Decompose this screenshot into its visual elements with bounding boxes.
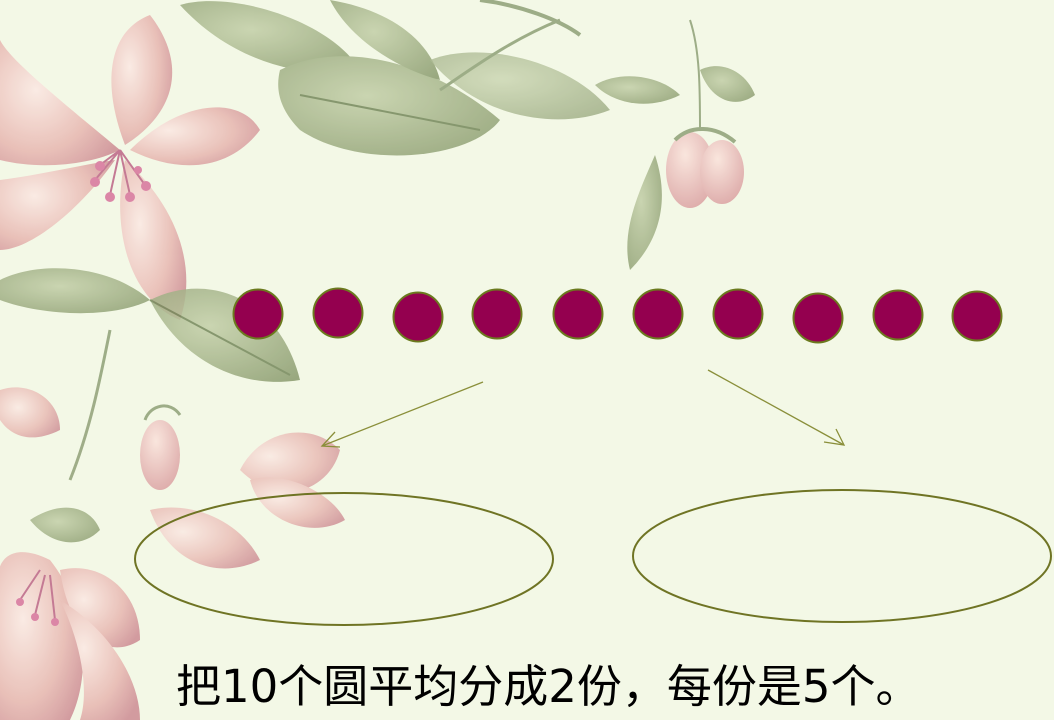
lily-flower <box>0 15 260 320</box>
dot-7 <box>712 288 764 340</box>
right-arrow-line <box>707 369 845 446</box>
bud-sprig <box>595 19 755 270</box>
mid-leaves <box>0 268 300 481</box>
dot-6 <box>632 288 684 340</box>
lower-flower <box>0 552 140 720</box>
left-arrow-line <box>321 381 484 447</box>
caption-text: 把10个圆平均分成2份，每份是5个。 <box>176 660 921 713</box>
dot-9 <box>872 289 924 341</box>
dot-10 <box>951 290 1003 342</box>
small-blossoms <box>0 387 345 569</box>
left-arrow-head <box>320 431 341 448</box>
right-arrow <box>707 369 846 446</box>
dot-2 <box>312 287 364 339</box>
left-group-ellipse <box>134 492 554 626</box>
dot-5 <box>552 288 604 340</box>
dot-row <box>232 287 1003 344</box>
dot-8 <box>792 292 844 344</box>
dot-3 <box>392 291 444 343</box>
right-arrow-head <box>823 428 846 446</box>
left-arrow <box>320 381 484 448</box>
dot-4 <box>471 288 523 340</box>
top-leaves <box>180 0 610 156</box>
right-group-ellipse <box>632 489 1052 623</box>
dot-1 <box>232 288 284 340</box>
